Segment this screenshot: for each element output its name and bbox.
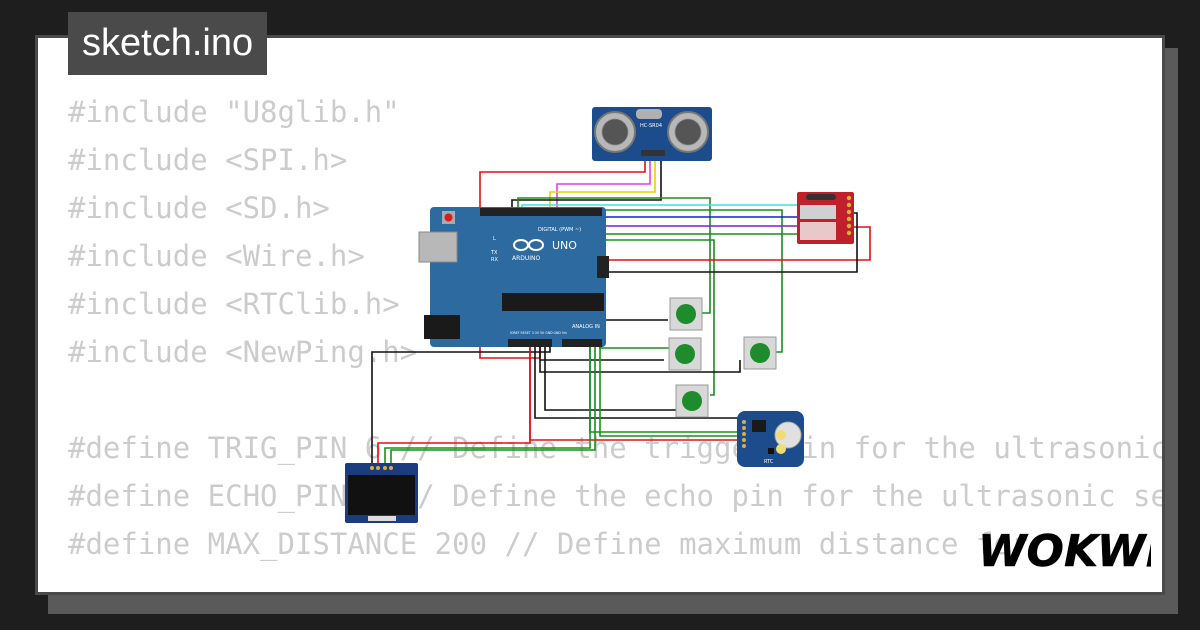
sd-card-module[interactable] — [797, 192, 854, 244]
wire-black-ultrasonic-gnd — [511, 155, 662, 212]
code-line: #define MAX_DISTANCE 200 // Define maxim… — [68, 527, 1029, 561]
wire-red-oled-vcc — [377, 345, 531, 468]
wire-green-oled-sda — [390, 345, 596, 468]
file-tab[interactable]: sketch.ino — [68, 12, 268, 75]
rx-label: RX — [491, 257, 498, 263]
power-pin-labels: IOREF RESET 3.3V 5V GND GND Vin — [510, 331, 567, 335]
power-jack — [424, 315, 460, 339]
analog-label: ANALOG IN — [572, 324, 600, 330]
analog-header — [562, 339, 602, 347]
arduino-uno[interactable]: UNO ARDUINO DIGITAL (PWM ~) ANALOG IN TX… — [418, 207, 609, 347]
wokwi-logo: WOKWi — [978, 526, 1151, 574]
wire-black-oled-gnd — [371, 345, 551, 468]
wire-magenta-trig — [556, 155, 651, 212]
code-line: #include <RTClib.h> — [68, 287, 400, 321]
wire-yellow-echo — [549, 155, 656, 212]
ultrasonic-label: HC-SR04 — [640, 123, 662, 129]
rtc-label: RTC — [764, 459, 774, 465]
wire-black-btn-2 — [539, 345, 741, 373]
wire-green-1 — [517, 197, 711, 314]
code-line: #include <SPI.h> — [68, 143, 348, 177]
wire-black-rtc-gnd — [534, 345, 745, 419]
tx-label: TX — [490, 250, 498, 256]
push-button-1[interactable] — [669, 297, 703, 331]
wokwi-logo-text: WOKWi — [978, 526, 1151, 574]
arduino-model: UNO — [552, 239, 577, 252]
wire-green-rtc-sda — [599, 345, 745, 437]
arduino-logo — [513, 239, 544, 251]
code-line: #include "U8glib.h" — [68, 95, 400, 129]
code-line: #include <SD.h> — [68, 191, 330, 225]
arduino-brand: ARDUINO — [512, 255, 541, 262]
l-label: L — [493, 236, 496, 242]
wire-green-4 — [605, 239, 715, 396]
usb-port — [418, 231, 458, 263]
rtc-module[interactable]: RTC — [737, 411, 804, 467]
wire-green-rtc-scl — [589, 345, 745, 433]
power-header — [508, 339, 552, 347]
push-button-4[interactable] — [675, 384, 709, 418]
push-button-3[interactable] — [743, 336, 777, 370]
ultrasonic-sensor[interactable]: HC-SR04 — [592, 107, 712, 161]
digital-label: DIGITAL (PWM ~) — [538, 227, 581, 233]
digital-header — [480, 208, 602, 216]
push-button-2[interactable] — [668, 337, 702, 371]
oled-display[interactable] — [345, 463, 418, 523]
atmega-chip — [502, 293, 604, 311]
icsp-header — [597, 256, 609, 278]
code-line: #include <Wire.h> — [68, 239, 365, 273]
wire-black-btn-3 — [544, 345, 680, 411]
wire-red-sd-vcc — [529, 226, 871, 441]
